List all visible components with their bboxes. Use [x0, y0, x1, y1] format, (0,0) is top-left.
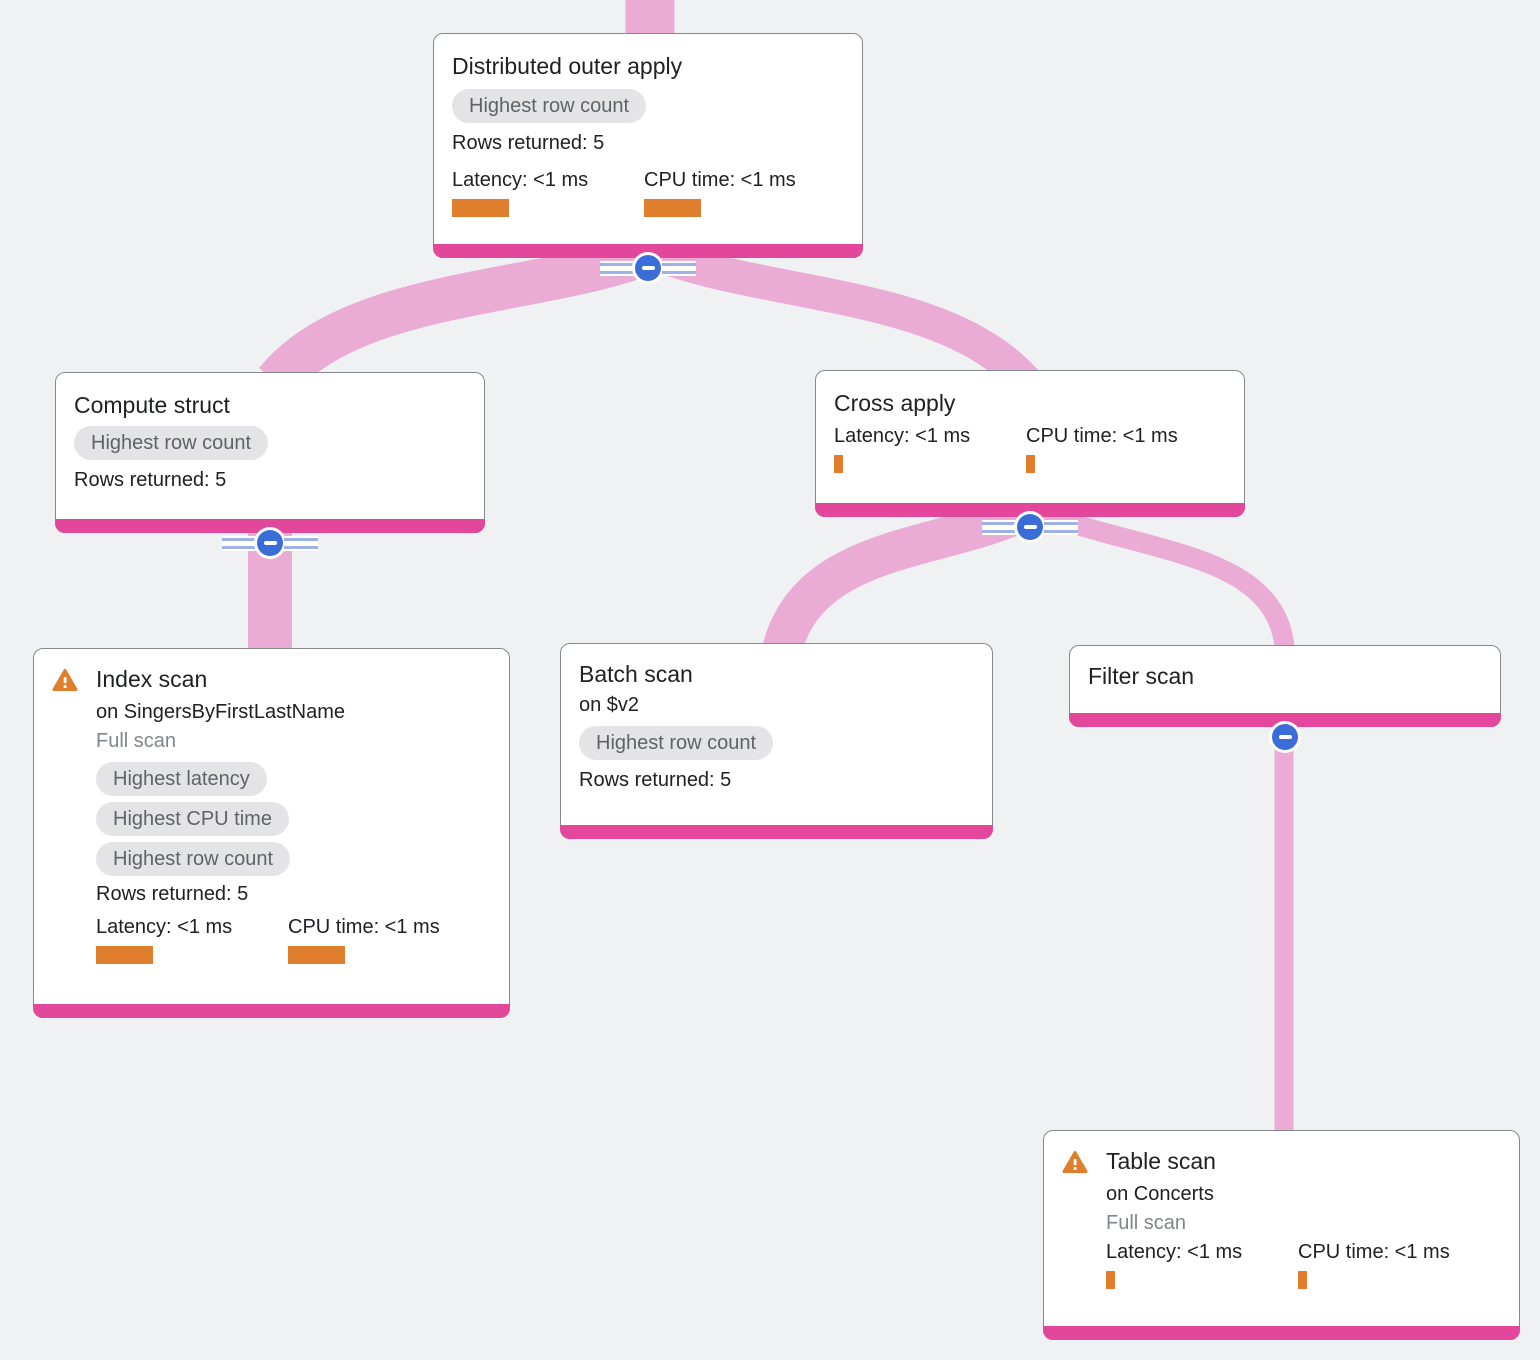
collapse-button[interactable]: [1272, 724, 1298, 750]
edge-distributed-to-compute: [258, 231, 658, 397]
collapse-rail-left: [982, 519, 1016, 535]
collapse-rail-right: [662, 260, 696, 276]
node-title: Cross apply: [834, 390, 956, 416]
collapse-button[interactable]: [1017, 514, 1043, 540]
collapse-control: [982, 514, 1078, 540]
cpu-time-label: CPU time: <1 ms: [644, 169, 796, 191]
latency-label: Latency: <1 ms: [1106, 1241, 1243, 1263]
minus-icon: [1278, 735, 1292, 739]
node-title: Filter scan: [1088, 663, 1195, 689]
node-subtitle: on SingersByFirstLastName: [96, 701, 345, 723]
minus-icon: [263, 541, 277, 545]
node-title: Index scan: [96, 666, 208, 692]
latency-bar: [96, 946, 153, 964]
badge-highest-latency: Highest latency: [96, 762, 267, 796]
scan-type-label: Full scan: [96, 730, 177, 752]
node-subtitle: on Concerts: [1106, 1183, 1214, 1205]
cpu-time-label: CPU time: <1 ms: [1026, 425, 1178, 447]
edge-distributed-to-cross: [644, 236, 1039, 394]
metrics-row: Latency: <1 ms CPU time: <1 ms: [452, 168, 844, 217]
plan-node-index-scan[interactable]: Index scan on SingersByFirstLastName Ful…: [33, 648, 510, 1018]
node-title: Batch scan: [579, 661, 693, 687]
plan-node-table-scan[interactable]: Table scan on Concerts Full scan Latency…: [1043, 1130, 1520, 1340]
collapse-control: [222, 530, 318, 556]
collapse-button[interactable]: [635, 255, 661, 281]
collapse-rail-left: [600, 260, 634, 276]
warning-icon: [52, 665, 96, 964]
minus-icon: [1023, 525, 1037, 529]
cpu-time-label: CPU time: <1 ms: [288, 916, 440, 938]
latency-label: Latency: <1 ms: [452, 169, 589, 191]
cpu-time-bar: [288, 946, 345, 964]
rows-returned: Rows returned: 5: [96, 883, 249, 905]
node-bottom-bar: [1043, 1326, 1520, 1340]
rows-returned: Rows returned: 5: [452, 132, 605, 154]
latency-label: Latency: <1 ms: [96, 916, 233, 938]
node-title: Table scan: [1106, 1148, 1216, 1174]
node-bottom-bar: [560, 825, 993, 839]
plan-node-batch-scan[interactable]: Batch scan on $v2 Highest row count Rows…: [560, 643, 993, 839]
cpu-time-label: CPU time: <1 ms: [1298, 1241, 1450, 1263]
latency-bar: [452, 199, 509, 217]
badge-highest-row-count: Highest row count: [452, 89, 647, 123]
collapse-rail-left: [222, 535, 256, 551]
node-title: Distributed outer apply: [452, 53, 683, 79]
plan-node-filter-scan[interactable]: Filter scan: [1069, 645, 1501, 750]
latency-bar: [834, 455, 843, 473]
latency-bar: [1106, 1271, 1115, 1289]
collapse-rail-right: [284, 535, 318, 551]
collapse-button[interactable]: [257, 530, 283, 556]
cpu-time-bar: [1298, 1271, 1307, 1289]
collapse-control: [600, 255, 696, 281]
node-title: Compute struct: [74, 392, 230, 418]
node-bottom-bar: [33, 1004, 510, 1018]
badge-highest-row-count: Highest row count: [96, 842, 291, 876]
metrics-row: Latency: <1 ms CPU time: <1 ms: [1106, 1240, 1501, 1289]
cpu-time-bar: [1026, 455, 1035, 473]
collapse-control: [1271, 724, 1299, 750]
badge-highest-row-count: Highest row count: [579, 726, 774, 760]
badge-highest-row-count: Highest row count: [74, 426, 269, 460]
metrics-row: Latency: <1 ms CPU time: <1 ms: [96, 915, 491, 964]
scan-type-label: Full scan: [1106, 1212, 1187, 1234]
node-bottom-bar: [55, 519, 485, 533]
node-bottom-bar: [1069, 713, 1501, 727]
rows-returned: Rows returned: 5: [579, 769, 732, 791]
minus-icon: [641, 266, 655, 270]
node-bottom-bar: [433, 244, 863, 258]
node-bottom-bar: [815, 503, 1245, 517]
rows-returned: Rows returned: 5: [74, 469, 227, 491]
node-subtitle: on $v2: [579, 694, 640, 716]
collapse-rail-right: [1044, 519, 1078, 535]
plan-node-compute-struct[interactable]: Compute struct Highest row count Rows re…: [55, 372, 485, 556]
badge-highest-cpu-time: Highest CPU time: [96, 802, 289, 836]
cpu-time-bar: [644, 199, 701, 217]
warning-icon: [1062, 1147, 1106, 1289]
metrics-row: Latency: <1 ms CPU time: <1 ms: [834, 424, 1226, 473]
latency-label: Latency: <1 ms: [834, 425, 971, 447]
plan-node-cross-apply[interactable]: Cross apply Latency: <1 ms CPU time: <1 …: [815, 370, 1245, 540]
plan-node-distributed-outer-apply[interactable]: Distributed outer apply Highest row coun…: [433, 33, 863, 281]
